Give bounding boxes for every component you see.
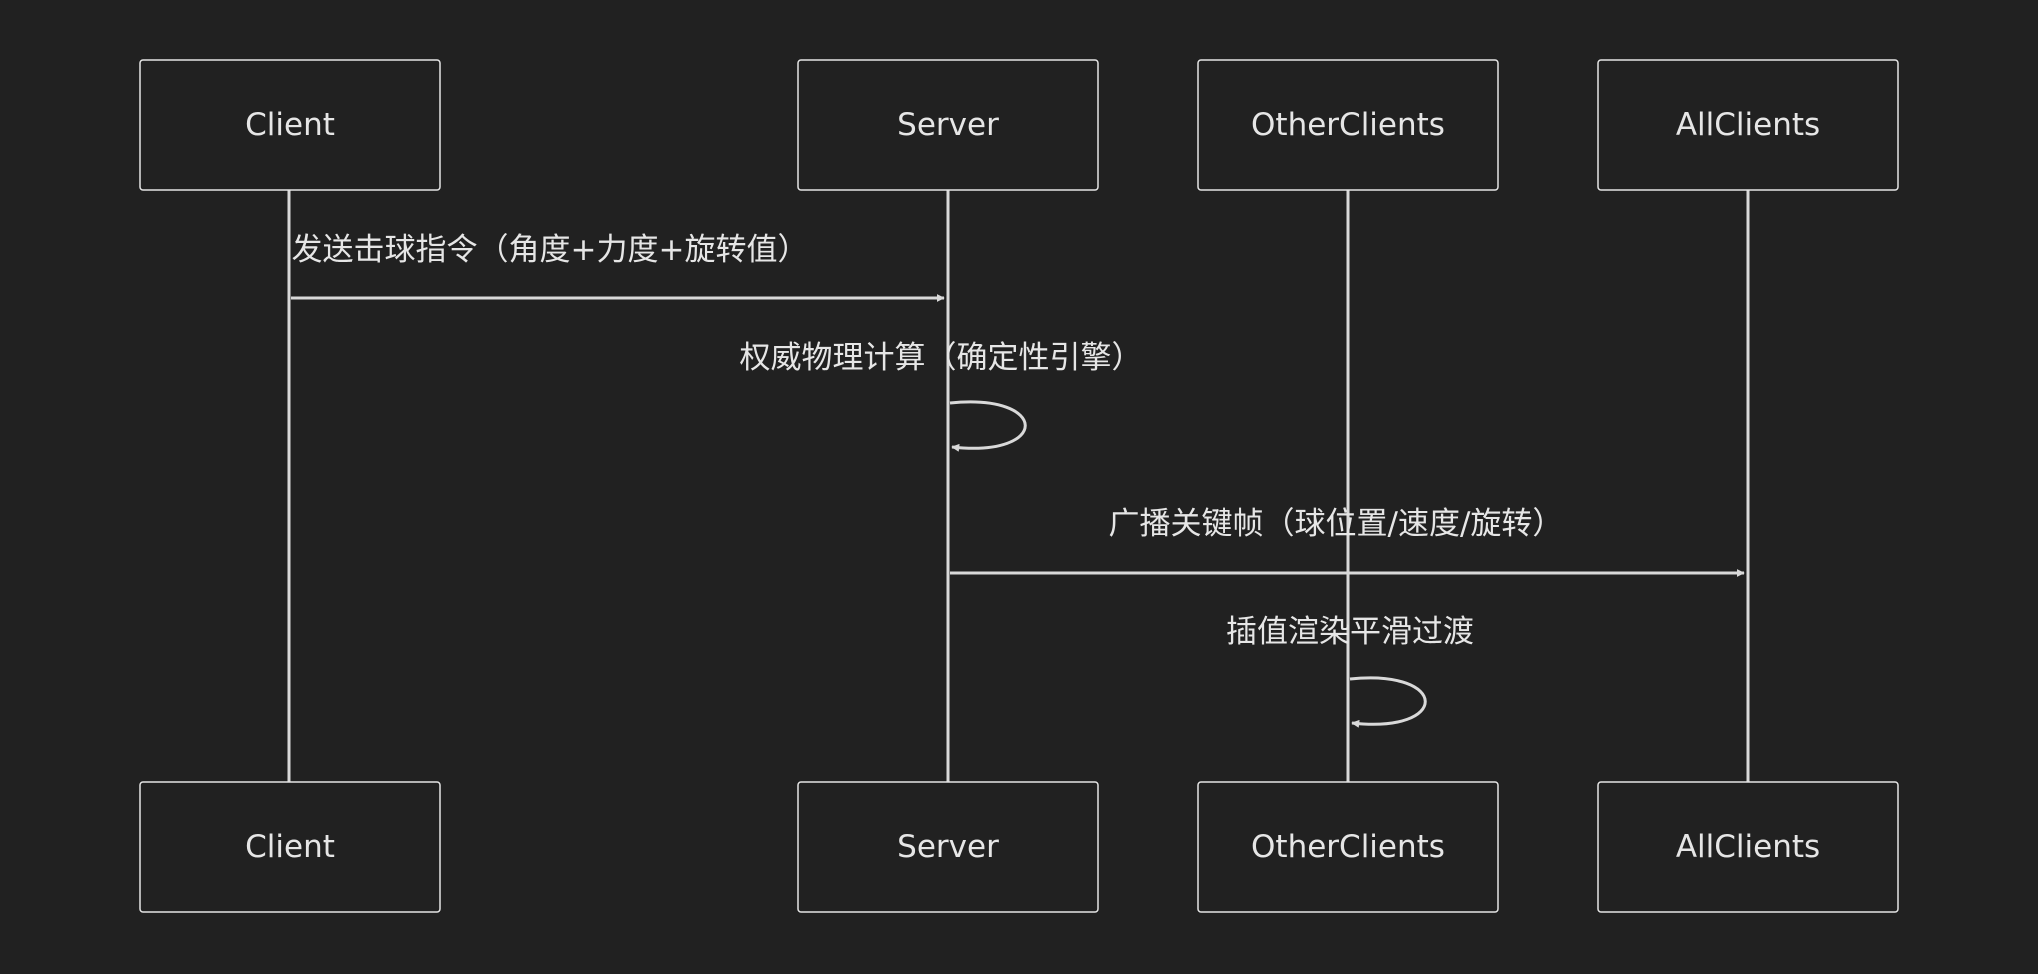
- message-label: 广播关键帧（球位置/速度/旋转）: [1109, 506, 1564, 542]
- participant-otherclients-top: OtherClients: [1197, 59, 1499, 191]
- participant-label: Client: [245, 107, 335, 143]
- participant-client-bottom: Client: [139, 781, 441, 913]
- participant-allclients-bottom: AllClients: [1597, 781, 1899, 913]
- participant-label: OtherClients: [1251, 829, 1445, 865]
- participant-allclients-top: AllClients: [1597, 59, 1899, 191]
- self-loop-arrow: [949, 400, 1027, 452]
- message-physics-compute: 权威物理计算（确定性引擎）: [740, 340, 1143, 452]
- message-broadcast-keyframe: 广播关键帧（球位置/速度/旋转）: [950, 506, 1745, 577]
- participant-label: AllClients: [1676, 829, 1820, 865]
- participant-label: Server: [897, 829, 999, 865]
- message-label: 发送击球指令（角度+力度+旋转值）: [292, 232, 809, 268]
- message-interpolation: 插值渲染平滑过渡: [1226, 614, 1474, 728]
- message-label: 插值渲染平滑过渡: [1226, 614, 1474, 650]
- participant-otherclients-bottom: OtherClients: [1197, 781, 1499, 913]
- message-label: 权威物理计算（确定性引擎）: [740, 340, 1143, 376]
- participant-server-bottom: Server: [797, 781, 1099, 913]
- message-hit-command: 发送击球指令（角度+力度+旋转值）: [291, 232, 945, 302]
- participant-server-top: Server: [797, 59, 1099, 191]
- participant-label: Client: [245, 829, 335, 865]
- participant-label: OtherClients: [1251, 107, 1445, 143]
- participant-label: AllClients: [1676, 107, 1820, 143]
- participant-label: Server: [897, 107, 999, 143]
- self-loop-arrow: [1349, 676, 1427, 728]
- participant-client-top: Client: [139, 59, 441, 191]
